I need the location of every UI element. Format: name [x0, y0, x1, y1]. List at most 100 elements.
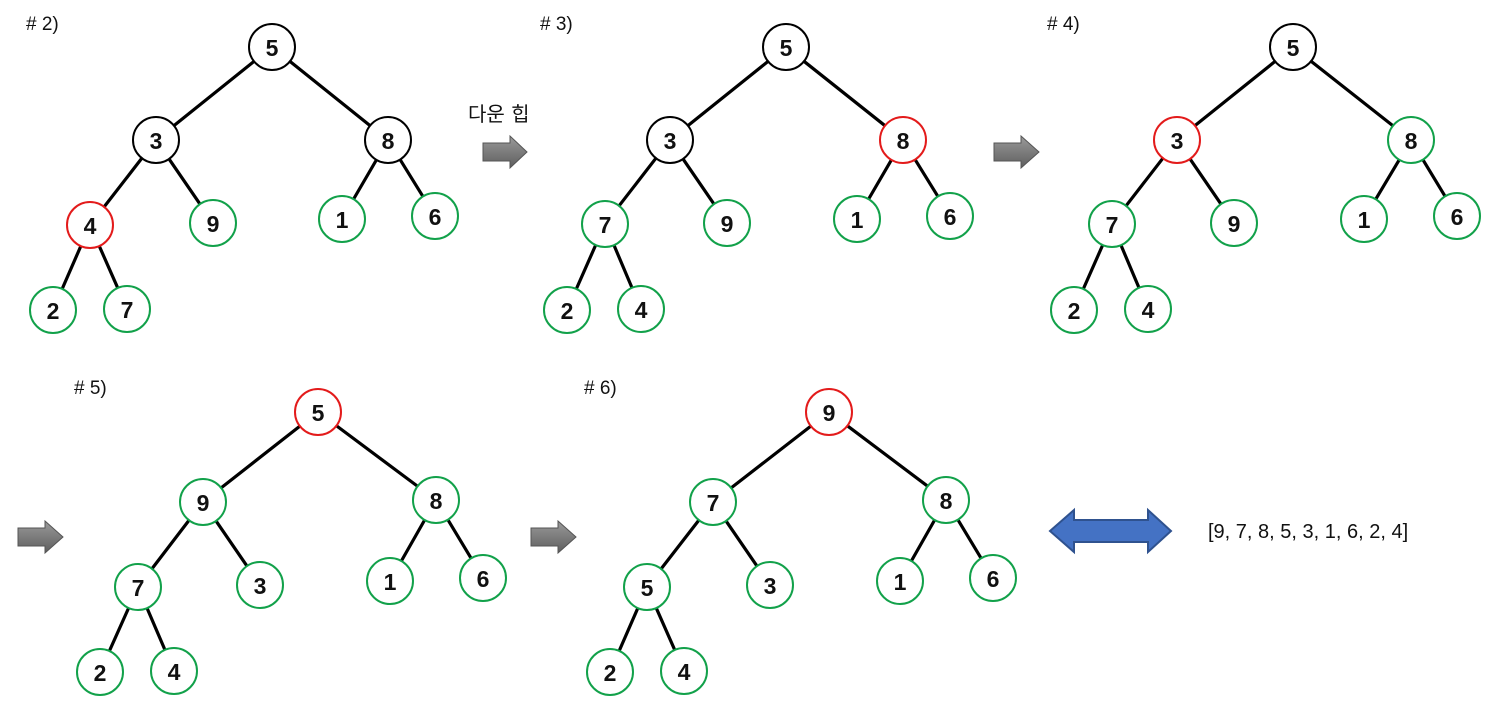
tree-node: [179, 478, 227, 526]
tree-node-value: 3: [664, 128, 677, 154]
tree-node-value: 7: [121, 297, 134, 323]
tree-node: [623, 563, 671, 611]
tree-edge: [866, 158, 894, 201]
tree-node-value: 7: [1106, 212, 1119, 238]
tree-node: [689, 478, 737, 526]
right-arrow-icon: [17, 519, 64, 555]
tree-node-value: 1: [336, 207, 349, 233]
tree-node-value: 4: [1142, 297, 1155, 323]
step-label-2: # 2): [26, 14, 59, 35]
tree-edge: [913, 157, 940, 199]
tree-node-value: 5: [641, 575, 654, 601]
tree-node-value: 8: [897, 128, 910, 154]
tree-edge: [102, 156, 144, 209]
tree-edge: [334, 424, 420, 488]
tree-node: [366, 557, 414, 605]
tree-node-value: 6: [477, 566, 490, 592]
tree-node-value: 6: [987, 566, 1000, 592]
tree-edge: [617, 606, 640, 653]
tree-node: [879, 116, 927, 164]
tree-edge: [686, 59, 770, 128]
tree-edge: [60, 244, 83, 291]
tree-node-value: 3: [764, 573, 777, 599]
tree-node: [150, 647, 198, 695]
tree-node: [294, 388, 342, 436]
down-heap-caption: 다운 힙: [468, 102, 530, 126]
tree-node-value: 1: [894, 569, 907, 595]
tree-node-value: 5: [312, 400, 325, 426]
tree-node-value: 9: [207, 211, 220, 237]
tree-node-value: 8: [1405, 128, 1418, 154]
step-label-3: # 3): [540, 14, 573, 35]
tree-node: [1210, 199, 1258, 247]
tree-node-value: 6: [944, 204, 957, 230]
right-arrow-icon: [530, 519, 577, 555]
tree-node: [646, 116, 694, 164]
tree-edge: [1374, 158, 1401, 201]
tree-node: [746, 561, 794, 609]
tree-edge: [1309, 59, 1395, 128]
step-label-6: # 6): [584, 378, 617, 399]
tree-node: [543, 286, 591, 334]
tree-node-value: 4: [168, 659, 181, 685]
tree-edge: [351, 158, 379, 201]
tree-node-value: 8: [940, 488, 953, 514]
tree-node: [1433, 192, 1481, 240]
tree-node: [114, 563, 162, 611]
tree-node: [76, 648, 124, 696]
tree-edge: [214, 519, 249, 568]
tree-node: [248, 23, 296, 71]
tree-node-value: 3: [1171, 128, 1184, 154]
tree-edge: [909, 518, 937, 563]
tree-node: [922, 476, 970, 524]
tree-node-value: 9: [823, 400, 836, 426]
tree-edge: [617, 156, 658, 208]
tree-node: [364, 116, 412, 164]
tree-edge: [1193, 59, 1277, 128]
step-label-4: # 4): [1047, 14, 1080, 35]
tree-node-value: 7: [599, 212, 612, 238]
tree-edge: [1119, 243, 1141, 290]
tree-node: [132, 116, 180, 164]
tree-edge: [802, 59, 887, 128]
tree-edge: [729, 424, 813, 490]
tree-node-value: 2: [604, 660, 617, 686]
tree-node-value: 1: [384, 569, 397, 595]
tree-edge: [97, 244, 120, 290]
tree-node: [876, 557, 924, 605]
tree-node-value: 2: [1068, 298, 1081, 324]
tree-node: [617, 285, 665, 333]
tree-node: [29, 286, 77, 334]
tree-node: [66, 201, 114, 249]
tree-node: [926, 192, 974, 240]
tree-node: [833, 195, 881, 243]
tree-node: [1340, 195, 1388, 243]
tree-node-value: 5: [1287, 35, 1300, 61]
tree-edge: [288, 59, 372, 128]
tree-edge: [145, 606, 167, 652]
tree-node: [318, 195, 366, 243]
tree-node: [1153, 116, 1201, 164]
tree-node-value: 7: [707, 490, 720, 516]
tree-edge: [681, 157, 716, 206]
tree-node-value: 5: [266, 35, 279, 61]
tree-node-value: 6: [1451, 204, 1464, 230]
right-arrow-icon: [993, 134, 1040, 170]
tree-node-value: 5: [780, 35, 793, 61]
tree-node-value: 2: [47, 298, 60, 324]
right-arrow-icon: [482, 134, 528, 170]
tree-node: [236, 561, 284, 609]
tree-node-value: 9: [1228, 211, 1241, 237]
tree-node-value: 2: [94, 660, 107, 686]
tree-node: [411, 192, 459, 240]
tree-edge: [398, 157, 425, 199]
tree-node: [805, 388, 853, 436]
tree-edge: [399, 518, 427, 563]
tree-edge: [1124, 156, 1165, 208]
